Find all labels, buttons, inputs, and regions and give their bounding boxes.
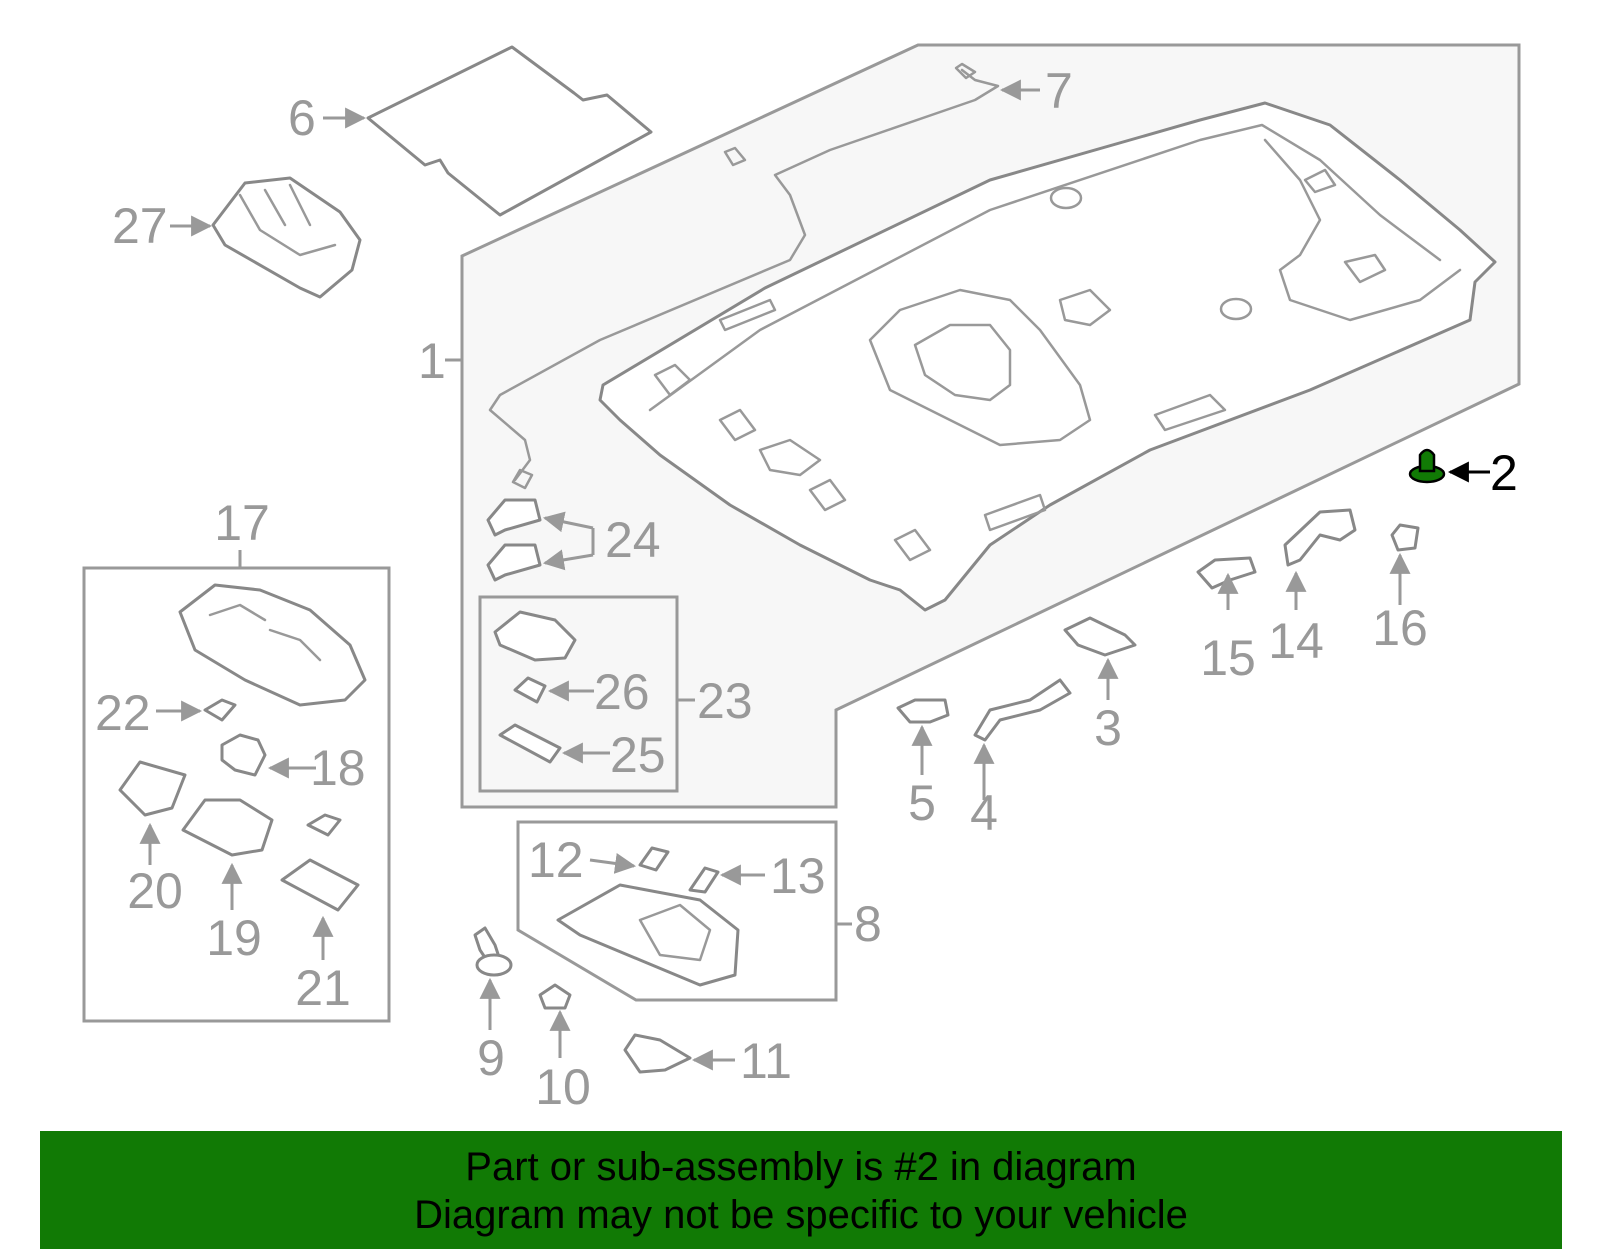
callout-6: 6 [288, 90, 316, 146]
callout-23: 23 [697, 673, 753, 729]
callout-1: 1 [418, 333, 446, 389]
retainer-part-2-highlighted [1408, 448, 1446, 484]
callout-13: 13 [770, 848, 826, 904]
callout-19: 19 [206, 910, 262, 966]
callout-25: 25 [610, 727, 666, 783]
bulb-part-22 [203, 698, 237, 722]
handle-part-14 [1283, 508, 1357, 567]
insulation-pad-part-6 [366, 45, 653, 217]
group-box-17 [82, 550, 391, 1023]
callout-24: 24 [605, 512, 661, 568]
callout-12: 12 [528, 832, 584, 888]
callout-9: 9 [477, 1030, 505, 1086]
callout-27: 27 [112, 198, 168, 254]
group-box-23 [478, 595, 695, 793]
callout-14: 14 [1268, 613, 1324, 669]
bracket-part-4 [973, 678, 1072, 742]
callout-21: 21 [295, 960, 351, 1016]
callout-16: 16 [1372, 600, 1428, 656]
group-box-8 [516, 820, 852, 1002]
callout-2: 2 [1490, 445, 1518, 501]
map-lamp-housing [178, 583, 367, 707]
hook-part-11 [623, 1033, 692, 1074]
overhead-console-part-27 [211, 176, 362, 299]
grommet-part-5 [896, 698, 950, 724]
headliner-part-1 [598, 101, 1497, 612]
callout-7: 7 [1045, 63, 1073, 119]
callout-labels: 1 2 3 4 5 6 7 8 9 10 11 12 13 14 15 16 1… [95, 63, 1518, 1115]
callout-8: 8 [854, 896, 882, 952]
callout-20: 20 [127, 863, 183, 919]
callout-15: 15 [1200, 630, 1256, 686]
banner-line-part-info: Part or sub-assembly is #2 in diagram [465, 1145, 1137, 1189]
sun-visor-part-8 [556, 883, 740, 987]
clip-part-3 [1063, 616, 1137, 657]
clip-part-16 [1390, 523, 1420, 552]
diagram-notice-banner: Part or sub-assembly is #2 in diagram Di… [40, 1131, 1562, 1249]
bulb-part-26 [513, 676, 547, 704]
switch-part-18 [220, 733, 267, 777]
callout-3: 3 [1094, 700, 1122, 756]
bulb-part-21-small [306, 813, 342, 837]
clip-part-24 [486, 498, 542, 582]
callout-18: 18 [310, 740, 366, 796]
lens-part-20 [118, 760, 187, 817]
callout-17: 17 [214, 495, 270, 551]
callout-26: 26 [594, 664, 650, 720]
screw-part-9 [473, 926, 513, 977]
label-part-12 [638, 846, 670, 872]
wiring-harness-part-7 [488, 62, 1000, 490]
lamp-part-23a [493, 610, 577, 662]
callout-11: 11 [740, 1033, 792, 1089]
callout-22: 22 [95, 685, 151, 741]
clip-part-13 [688, 866, 720, 894]
callout-4: 4 [970, 785, 998, 841]
banner-line-disclaimer: Diagram may not be specific to your vehi… [414, 1193, 1188, 1237]
clip-part-10 [538, 983, 572, 1010]
bracket-part-19 [181, 798, 274, 857]
lens-part-21 [280, 858, 360, 912]
callout-5: 5 [908, 775, 936, 831]
leader-lines [139, 79, 1490, 1071]
callout-10: 10 [535, 1059, 591, 1115]
lens-part-25 [498, 723, 562, 764]
